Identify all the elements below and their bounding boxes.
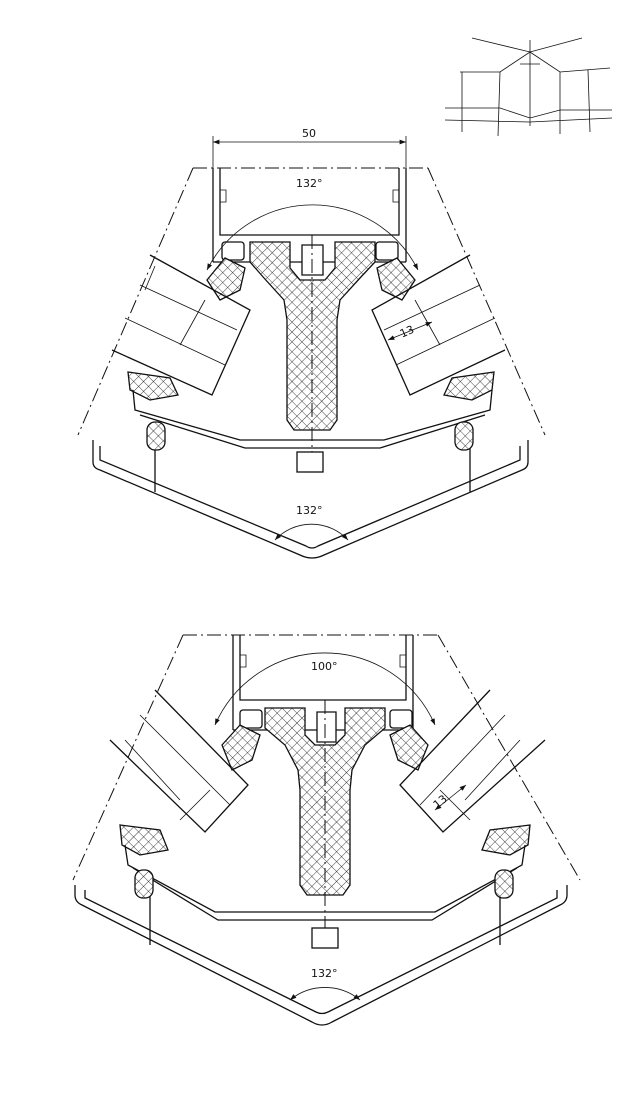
left-glass-panel — [111, 254, 251, 396]
top-section-detail: 50 132° 13 132° — [77, 127, 546, 559]
roof-thumbnail — [444, 37, 613, 137]
connector — [296, 451, 324, 473]
width-dimension-label: 50 — [302, 127, 316, 140]
outer-cover-profile — [92, 430, 529, 559]
upper-angle-label: 100° — [311, 660, 338, 673]
ridge-profile — [212, 168, 407, 263]
lower-angle-label: 132° — [311, 967, 338, 980]
glass-dimension-label: 13 — [431, 792, 450, 811]
right-gasket — [376, 257, 416, 301]
left-glass-panel — [109, 689, 249, 833]
right-glass-panel — [371, 254, 506, 396]
right-glass-panel — [399, 689, 546, 833]
inner-frame — [132, 389, 493, 449]
center-lines — [77, 167, 546, 436]
center-lines — [72, 634, 581, 881]
lower-angle-arc — [274, 523, 349, 541]
glass-dimension-label: 13 — [398, 323, 416, 341]
upper-angle-arc — [206, 204, 419, 271]
lower-angle-label: 132° — [296, 504, 323, 517]
bottom-section-detail: 100° 13 132° — [72, 634, 581, 1026]
upper-angle-label: 132° — [296, 177, 323, 190]
left-gasket — [206, 257, 246, 301]
